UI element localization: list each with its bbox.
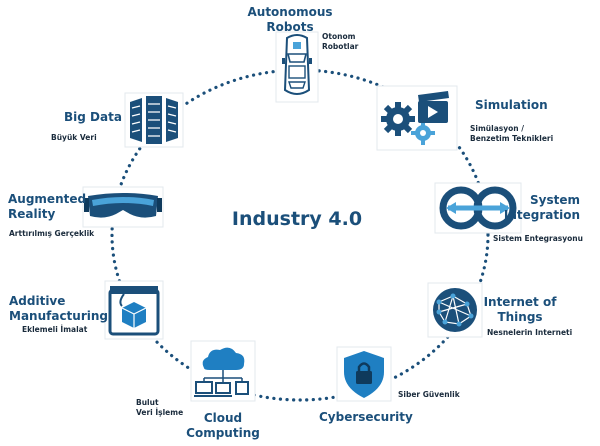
label-big-data: Big Data bbox=[64, 110, 122, 124]
vr-headset-icon bbox=[82, 186, 164, 228]
label-cybersecurity: Cybersecurity bbox=[319, 410, 413, 424]
3d-printer-icon bbox=[104, 280, 164, 340]
cloud-devices-icon bbox=[190, 340, 256, 402]
label-sistem-entegrasyonu: Sistem Entegrasyonu bbox=[493, 234, 583, 243]
gears-video-icon bbox=[376, 85, 458, 151]
network-globe-icon bbox=[427, 282, 483, 338]
integration-loop-icon bbox=[434, 182, 522, 234]
shield-lock-icon bbox=[336, 346, 392, 402]
label-simulasyon: Simülasyon /Benzetim Teknikleri bbox=[470, 124, 554, 143]
label-nesnelerin-interneti: Nesnelerin Interneti bbox=[487, 328, 573, 337]
label-arttirilmis-gerceklik: Arttırılmış Gerçeklik bbox=[9, 229, 95, 238]
server-racks-icon bbox=[124, 92, 184, 148]
center-title: Industry 4.0 bbox=[231, 208, 363, 230]
label-siber-guvenlik: Siber Güvenlik bbox=[398, 390, 460, 399]
car-icon bbox=[275, 31, 319, 103]
label-eklemeli-imalat: Eklemeli İmalat bbox=[22, 325, 88, 334]
label-simulation: Simulation bbox=[475, 98, 548, 112]
label-buyuk-veri: Büyük Veri bbox=[51, 133, 97, 142]
